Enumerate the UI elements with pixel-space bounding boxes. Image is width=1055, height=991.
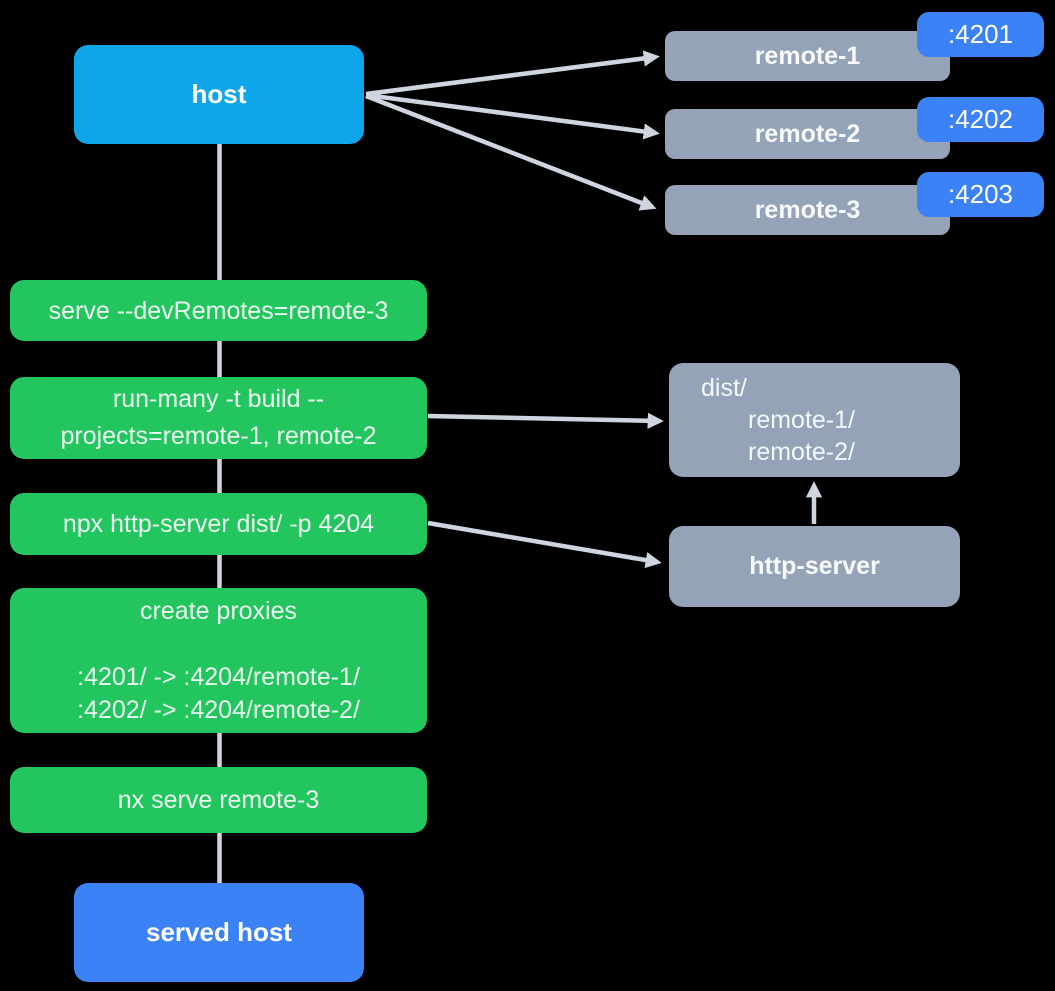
port-badge-4202-label: :4202 (947, 104, 1014, 134)
remote-3-label: remote-3 (754, 195, 861, 224)
edge-run-many-to-dist (427, 412, 664, 429)
port-badge-4203-label: :4203 (947, 179, 1014, 209)
port-badge-4201-label: :4201 (947, 19, 1014, 49)
node-command-npx-http-server: npx http-server dist/ -p 4204 (10, 493, 427, 555)
node-command-run-many-build: run-many -t build -- projects=remote-1, … (10, 377, 427, 459)
dist-child-remote-2: remote-2/ (748, 438, 855, 466)
node-command-nx-serve-remote-3: nx serve remote-3 (10, 767, 427, 833)
node-remote-3: remote-3 (665, 185, 950, 235)
command-text: npx http-server dist/ -p 4204 (62, 510, 375, 538)
remote-1-label: remote-1 (754, 41, 861, 70)
node-remote-2: remote-2 (665, 109, 950, 159)
node-remote-1: remote-1 (665, 31, 950, 81)
served-host-label: served host (146, 917, 292, 947)
node-host: host (74, 45, 364, 144)
proxy-mapping-2: :4202/ -> :4204/remote-2/ (77, 695, 360, 724)
command-text-line-1: run-many -t build -- (112, 385, 325, 413)
host-label: host (191, 79, 247, 109)
command-text: serve --devRemotes=remote-3 (48, 296, 389, 325)
edge-npx-to-http-server (427, 520, 662, 569)
http-server-label: http-server (749, 552, 880, 580)
edge-host-to-remote-1 (365, 50, 660, 97)
port-badge-4202: :4202 (917, 97, 1044, 142)
port-badge-4201: :4201 (917, 12, 1044, 57)
dist-folder-title: dist/ (701, 374, 747, 402)
edge-host-to-remote-3 (365, 93, 657, 211)
node-dist-folder: dist/ remote-1/ remote-2/ (669, 363, 960, 477)
dist-child-remote-1: remote-1/ (748, 406, 855, 434)
proxy-mapping-1: :4201/ -> :4204/remote-1/ (77, 662, 360, 691)
edge-host-to-remote-2 (365, 92, 660, 140)
command-text: nx serve remote-3 (117, 786, 320, 814)
node-http-server: http-server (669, 526, 960, 607)
command-title: create proxies (139, 596, 298, 625)
node-command-serve-devremotes: serve --devRemotes=remote-3 (10, 280, 427, 341)
node-served-host: served host (74, 883, 364, 982)
command-text-line-2: projects=remote-1, remote-2 (60, 422, 377, 450)
node-command-create-proxies: create proxies :4201/ -> :4204/remote-1/… (10, 588, 427, 733)
remote-2-label: remote-2 (754, 119, 861, 148)
port-badge-4203: :4203 (917, 172, 1044, 217)
